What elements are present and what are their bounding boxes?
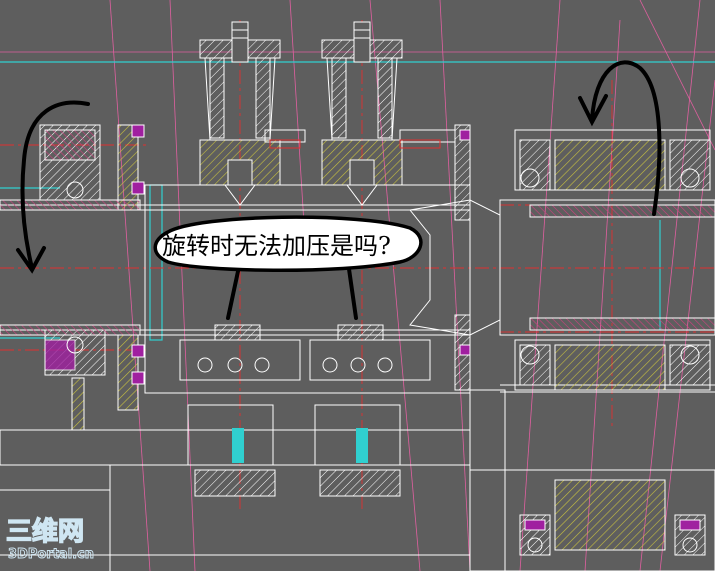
watermark-logo-url: 3DPortal.cn (8, 547, 94, 562)
question-text: 旋转时无法加压是吗? (162, 232, 391, 260)
lower-press-platform (179, 324, 431, 497)
upper-cylinder-left (199, 21, 306, 206)
rotation-arrow-down-icon (16, 100, 90, 274)
site-watermark: 三维网 3DPortal.cn (5, 515, 94, 562)
right-spindle-assembly (409, 124, 715, 391)
question-callout: 旋转时无法加压是吗? (153, 215, 423, 320)
left-spindle-assembly (0, 124, 145, 431)
upper-cylinder-right (321, 21, 456, 206)
watermark-logo-text: 三维网 (6, 516, 84, 547)
bottom-right-roller (519, 479, 706, 556)
rotation-arrow-up-icon (578, 60, 662, 216)
